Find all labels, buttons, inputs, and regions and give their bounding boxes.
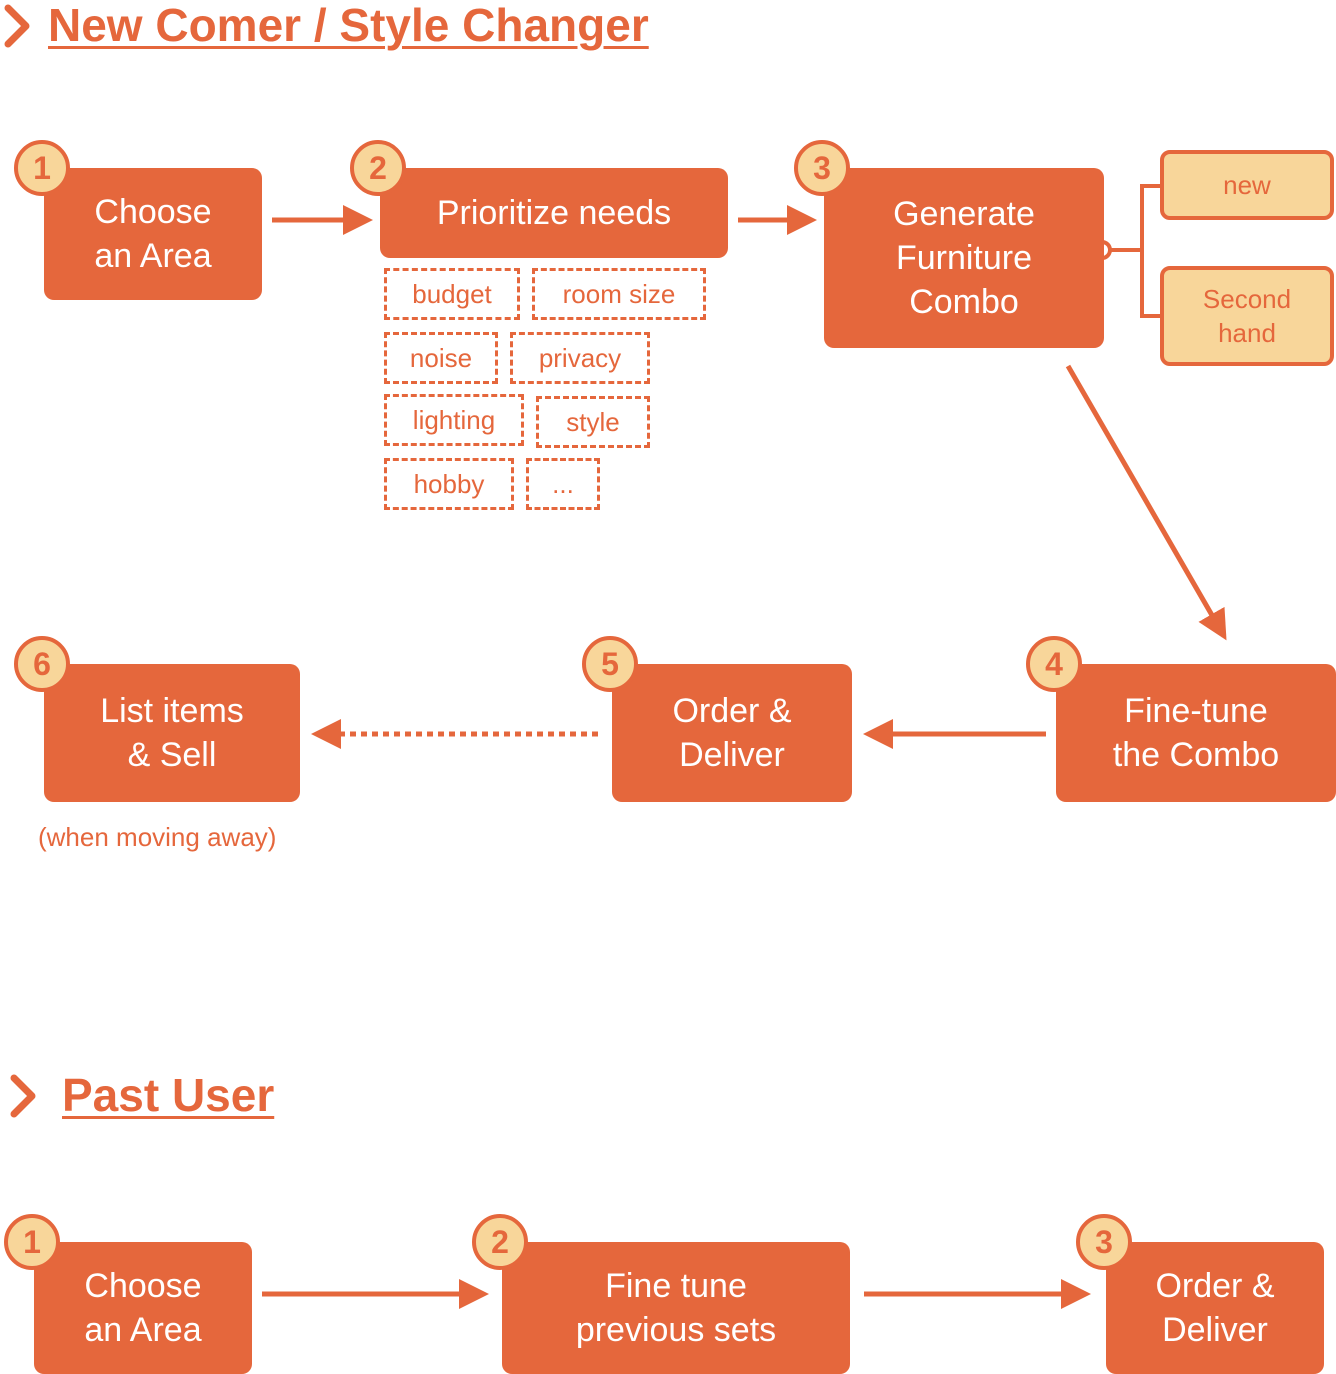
need-tag-lighting: lighting bbox=[384, 394, 524, 446]
step-label: Order & Deliver bbox=[672, 692, 792, 774]
step-number-badge: 3 bbox=[794, 140, 850, 196]
chevron-right-icon bbox=[4, 4, 30, 48]
section-title-past-user: Past User bbox=[62, 1069, 275, 1121]
combo-option-second-hand: Second hand bbox=[1160, 266, 1334, 366]
step-number-badge: 2 bbox=[472, 1214, 528, 1270]
need-tag-privacy: privacy bbox=[510, 332, 650, 384]
combo-option-new: new bbox=[1160, 150, 1334, 220]
step-list-sell: List items & Sell bbox=[44, 664, 300, 802]
need-tag-budget: budget bbox=[384, 268, 520, 320]
past-step-choose-area: Choose an Area bbox=[34, 1242, 252, 1374]
option-label: Second hand bbox=[1202, 284, 1292, 348]
section-title-new-comer: New Comer / Style Changer bbox=[48, 0, 649, 51]
step-number-badge: 4 bbox=[1026, 636, 1082, 692]
step-number-badge: 3 bbox=[1076, 1214, 1132, 1270]
need-tag-noise: noise bbox=[384, 332, 498, 384]
option-label: new bbox=[1223, 170, 1271, 200]
step-number-badge: 2 bbox=[350, 140, 406, 196]
sell-note: (when moving away) bbox=[38, 822, 277, 852]
need-tag-room-size: room size bbox=[532, 268, 706, 320]
step-label: Order & Deliver bbox=[1155, 1267, 1275, 1349]
step-fine-tune-combo: Fine-tune the Combo bbox=[1056, 664, 1336, 802]
step-label: Fine-tune the Combo bbox=[1112, 692, 1280, 774]
step-number-badge: 5 bbox=[582, 636, 638, 692]
need-tag-more: ... bbox=[526, 458, 600, 510]
step-order-deliver: Order & Deliver bbox=[612, 664, 852, 802]
step-number-badge: 6 bbox=[14, 636, 70, 692]
step-label: Prioritize needs bbox=[436, 194, 672, 232]
past-step-fine-tune-sets: Fine tune previous sets bbox=[502, 1242, 850, 1374]
arrow-step3-to-step4 bbox=[1065, 364, 1227, 641]
step-number-badge: 1 bbox=[4, 1214, 60, 1270]
step-label: Choose an Area bbox=[94, 193, 212, 275]
need-tag-hobby: hobby bbox=[384, 458, 514, 510]
need-tag-style: style bbox=[536, 396, 650, 448]
past-step-order-deliver: Order & Deliver bbox=[1106, 1242, 1324, 1374]
chevron-right-icon bbox=[10, 1074, 36, 1118]
step-label: Choose an Area bbox=[84, 1267, 202, 1349]
step-label: List items & Sell bbox=[100, 692, 244, 774]
step-label: Generate Furniture Combo bbox=[893, 195, 1035, 321]
step-label: Fine tune previous sets bbox=[575, 1267, 777, 1349]
step-number-badge: 1 bbox=[14, 140, 70, 196]
step-prioritize-needs: Prioritize needs bbox=[380, 168, 728, 258]
step-generate-combo: Generate Furniture Combo bbox=[824, 168, 1104, 348]
step-choose-area: Choose an Area bbox=[44, 168, 262, 300]
